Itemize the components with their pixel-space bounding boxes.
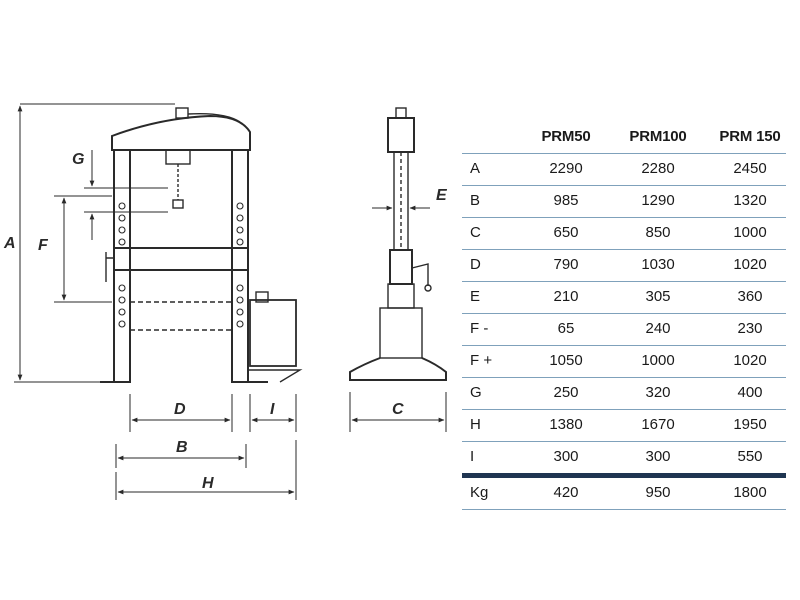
table-cell: 305 xyxy=(645,288,671,305)
table-cell: 1030 xyxy=(641,256,675,273)
table-cell: 790 xyxy=(553,256,579,273)
table-cell: 1290 xyxy=(641,192,675,209)
table-header: PRM50 PRM100 PRM 150 xyxy=(462,118,786,153)
label-I: I xyxy=(270,401,275,418)
row-label: Kg xyxy=(470,484,489,501)
row-label: D xyxy=(470,256,481,273)
header-prm150: PRM 150 xyxy=(719,128,781,145)
table-row: D 790 1030 1020 xyxy=(462,250,786,282)
table-row: F + 1050 1000 1020 xyxy=(462,346,786,378)
row-label: C xyxy=(470,224,481,241)
table-cell: 65 xyxy=(557,320,575,337)
table-row: B 985 1290 1320 xyxy=(462,186,786,218)
table-cell: 240 xyxy=(645,320,671,337)
front-view xyxy=(100,107,303,383)
label-H: H xyxy=(202,475,214,492)
table-cell: 1000 xyxy=(641,352,675,369)
table-cell: 2290 xyxy=(549,160,583,177)
row-label: B xyxy=(470,192,481,209)
row-label: F + xyxy=(470,352,493,369)
row-label: F - xyxy=(470,320,489,337)
table-cell: 210 xyxy=(553,288,579,305)
table-cell: 230 xyxy=(737,320,763,337)
press-technical-drawing: A G F D I B H E C xyxy=(3,103,448,500)
table-cell: 1000 xyxy=(733,224,767,241)
label-B: B xyxy=(176,439,188,456)
table-row: A 2290 2280 2450 xyxy=(462,153,786,186)
table-cell: 650 xyxy=(553,224,579,241)
row-label: A xyxy=(470,160,481,177)
table-cell: 1020 xyxy=(733,352,767,369)
table-cell: 1670 xyxy=(641,416,675,433)
table-cell: 300 xyxy=(553,448,579,465)
label-F: F xyxy=(38,237,49,254)
table-cell: 400 xyxy=(737,384,763,401)
table-row: I 300 300 550 xyxy=(462,442,786,478)
table-cell: 2280 xyxy=(641,160,675,177)
table-cell: 950 xyxy=(645,484,671,501)
column-holes-left xyxy=(118,202,126,328)
table-cell: 300 xyxy=(645,448,671,465)
table-row: Kg 420 950 1800 xyxy=(462,478,786,510)
table-cell: 420 xyxy=(553,484,579,501)
table-cell: 360 xyxy=(737,288,763,305)
table-cell: 985 xyxy=(553,192,579,209)
row-label: E xyxy=(470,288,481,305)
table-cell: 1380 xyxy=(549,416,583,433)
table-cell: 1020 xyxy=(733,256,767,273)
table-cell: 2450 xyxy=(733,160,767,177)
label-G: G xyxy=(72,151,84,168)
table-row: E 210 305 360 xyxy=(462,282,786,314)
column-holes-right xyxy=(236,202,244,328)
table-cell: 1950 xyxy=(733,416,767,433)
label-E: E xyxy=(436,187,448,204)
label-A: A xyxy=(3,235,16,252)
table-cell: 550 xyxy=(737,448,763,465)
header-prm50: PRM50 xyxy=(541,128,591,145)
table-cell: 250 xyxy=(553,384,579,401)
table-cell: 850 xyxy=(645,224,671,241)
row-label: G xyxy=(470,384,482,401)
header-prm100: PRM100 xyxy=(629,128,687,145)
side-dimensions xyxy=(349,205,447,432)
table-row: H 1380 1670 1950 xyxy=(462,410,786,442)
table-row: F - 65 240 230 xyxy=(462,314,786,346)
row-label: H xyxy=(470,416,481,433)
label-D: D xyxy=(174,401,186,418)
front-dimensions xyxy=(14,103,297,500)
table-cell: 1320 xyxy=(733,192,767,209)
table-cell: 1050 xyxy=(549,352,583,369)
table-cell: 1800 xyxy=(733,484,767,501)
table-row: G 250 320 400 xyxy=(462,378,786,410)
row-label: I xyxy=(470,448,475,465)
table-row: C 650 850 1000 xyxy=(462,218,786,250)
label-C: C xyxy=(392,401,404,418)
side-view xyxy=(349,107,447,381)
table-cell: 320 xyxy=(645,384,671,401)
